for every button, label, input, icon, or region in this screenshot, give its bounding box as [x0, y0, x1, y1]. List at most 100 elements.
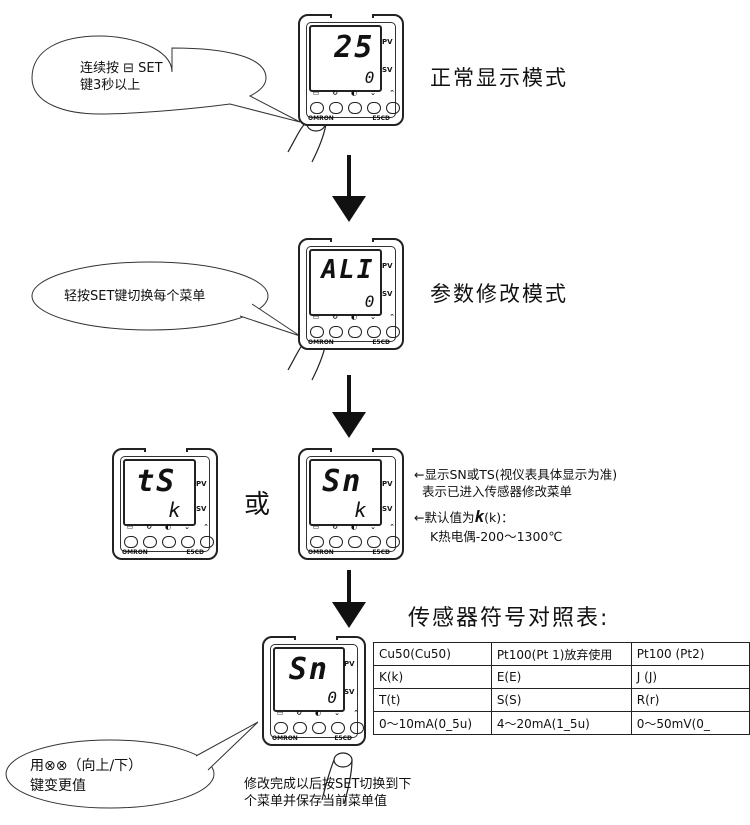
default-value-suffix: (k)： — [484, 510, 514, 525]
key-row: ▭ ↻ ◐ ⌄ ⌃ — [124, 524, 214, 548]
table-cell: Cu50(Cu50) — [373, 642, 492, 666]
sv-value: 0 — [364, 67, 375, 87]
table-cell: R(r) — [630, 688, 750, 712]
model-label: E5CD — [334, 735, 352, 742]
shift-key[interactable] — [162, 536, 176, 548]
key-row: ▭ ↻ ◐ ⌄ ⌃ — [310, 524, 400, 548]
controller-sn-variant: Sn k PV SV ▭ ↻ ◐ ⌄ ⌃ OMRON E5CD — [298, 448, 404, 560]
save-value-note: 修改完成以后按SET切换到下 个菜单并保存当前菜单值 — [244, 777, 412, 809]
table-cell: T(t) — [373, 688, 492, 712]
up-key[interactable] — [386, 326, 400, 338]
sensor-table-title: 传感器符号对照表: — [408, 606, 610, 631]
set-key[interactable] — [329, 536, 343, 548]
pv-value: ALI — [321, 255, 375, 285]
display-screen: tS k — [123, 459, 197, 526]
brand-label: OMRON — [272, 735, 298, 742]
up-key[interactable] — [350, 722, 364, 734]
pv-label: PV — [382, 262, 393, 270]
pv-value: 25 — [334, 30, 375, 65]
brand-label: OMRON — [122, 549, 148, 556]
sv-value: 0 — [364, 291, 375, 311]
down-key[interactable] — [331, 722, 345, 734]
mode-key[interactable] — [274, 722, 288, 734]
shift-key[interactable] — [348, 102, 362, 114]
bubble-2-text: 轻按SET键切换每个菜单 — [64, 289, 206, 304]
default-value-note: ←默认值为k(k)： — [414, 508, 514, 526]
up-key[interactable] — [386, 536, 400, 548]
mode-key[interactable] — [310, 326, 324, 338]
table-cell: Pt100 (Pt2) — [630, 642, 750, 666]
shift-key[interactable] — [348, 326, 362, 338]
mode-key[interactable] — [310, 536, 324, 548]
display-screen: Sn 0 — [273, 647, 345, 713]
controller-parameter-mode: ALI 0 PV SV ▭ ↻ ◐ ⌄ ⌃ OMRON E5CD — [298, 238, 404, 350]
mode-key[interactable] — [124, 536, 138, 548]
bubble-1-text: 连续按 ⊟ SET 键3秒以上 — [80, 61, 163, 93]
sv-value: k — [168, 497, 181, 522]
display-screen: ALI 0 — [309, 249, 383, 316]
pv-label: PV — [382, 480, 393, 488]
table-cell: J (J) — [630, 665, 750, 689]
set-key[interactable] — [293, 722, 307, 734]
shift-key[interactable] — [348, 536, 362, 548]
up-key[interactable] — [200, 536, 214, 548]
pv-label: PV — [344, 660, 355, 668]
bubble-3-text: 用⊗⊗（向上/下） 键变更值 — [30, 758, 143, 794]
controller-normal-mode: 25 0 PV SV ▭ ↻ ◐ ⌄ ⌃ OMRON E5CD — [298, 14, 404, 126]
model-label: E5CD — [186, 549, 204, 556]
display-screen: Sn k — [309, 459, 383, 526]
sv-label: SV — [382, 66, 393, 74]
controller-value-edit: Sn 0 PV SV ▭ ↻ ◐ ⌄ ⌃ OMRON E5CD — [262, 636, 366, 746]
table-cell: S(S) — [490, 688, 632, 712]
brand-label: OMRON — [308, 339, 334, 346]
controller-ts-variant: tS k PV SV ▭ ↻ ◐ ⌄ ⌃ OMRON E5CD — [112, 448, 218, 560]
set-key[interactable] — [329, 102, 343, 114]
table-row: K(k) E(E) J (J) — [373, 665, 750, 689]
table-row: T(t) S(S) R(r) — [373, 688, 750, 712]
down-arrow-3 — [332, 570, 366, 628]
sensor-code-table: Cu50(Cu50) Pt100(Pt 1)放弃使用 Pt100 (Pt2) K… — [373, 642, 750, 735]
speech-bubble-3 — [5, 721, 259, 809]
thermocouple-range-note: K热电偶-200～1300℃ — [430, 529, 563, 544]
sv-label: SV — [196, 505, 207, 513]
table-cell: 0～50mV(0_ — [630, 711, 750, 735]
down-arrow-2 — [332, 375, 366, 438]
sv-value: k — [354, 497, 367, 522]
set-key[interactable] — [329, 326, 343, 338]
speech-bubble-1 — [31, 35, 301, 123]
table-row: 0～10mA(0_5u) 4～20mA(1_5u) 0～50mV(0_ — [373, 711, 750, 735]
up-key[interactable] — [386, 102, 400, 114]
normal-mode-title: 正常显示模式 — [430, 66, 568, 90]
sv-label: SV — [382, 505, 393, 513]
parameter-mode-title: 参数修改模式 — [430, 282, 568, 306]
speech-bubble-2 — [31, 261, 301, 337]
pv-value: Sn — [322, 464, 363, 499]
table-cell: Pt100(Pt 1)放弃使用 — [490, 642, 632, 666]
brand-label: OMRON — [308, 115, 334, 122]
sv-value: 0 — [327, 688, 337, 708]
or-label: 或 — [244, 490, 271, 520]
model-label: E5CD — [372, 339, 390, 346]
shift-key[interactable] — [312, 722, 326, 734]
down-key[interactable] — [367, 102, 381, 114]
sv-label: SV — [344, 688, 355, 696]
display-screen: 25 0 — [309, 25, 383, 92]
sensor-menu-note: ←显示SN或TS(视仪表具体显示为准) 表示已进入传感器修改菜单 — [414, 467, 618, 499]
finger-icon-3 — [321, 752, 353, 805]
down-arrow-1 — [332, 155, 366, 222]
down-key[interactable] — [367, 326, 381, 338]
table-cell: 0～10mA(0_5u) — [373, 711, 492, 735]
model-label: E5CD — [372, 115, 390, 122]
down-key[interactable] — [367, 536, 381, 548]
key-row: ▭ ↻ ◐ ⌄ ⌃ — [310, 314, 400, 338]
table-cell: E(E) — [490, 665, 632, 689]
mode-key[interactable] — [310, 102, 324, 114]
default-value-prefix: ←默认值为 — [414, 510, 475, 525]
set-key[interactable] — [143, 536, 157, 548]
table-row: Cu50(Cu50) Pt100(Pt 1)放弃使用 Pt100 (Pt2) — [373, 642, 750, 666]
pv-value: Sn — [288, 652, 329, 687]
pv-label: PV — [196, 480, 207, 488]
sv-label: SV — [382, 290, 393, 298]
down-key[interactable] — [181, 536, 195, 548]
table-cell: K(k) — [373, 665, 492, 689]
